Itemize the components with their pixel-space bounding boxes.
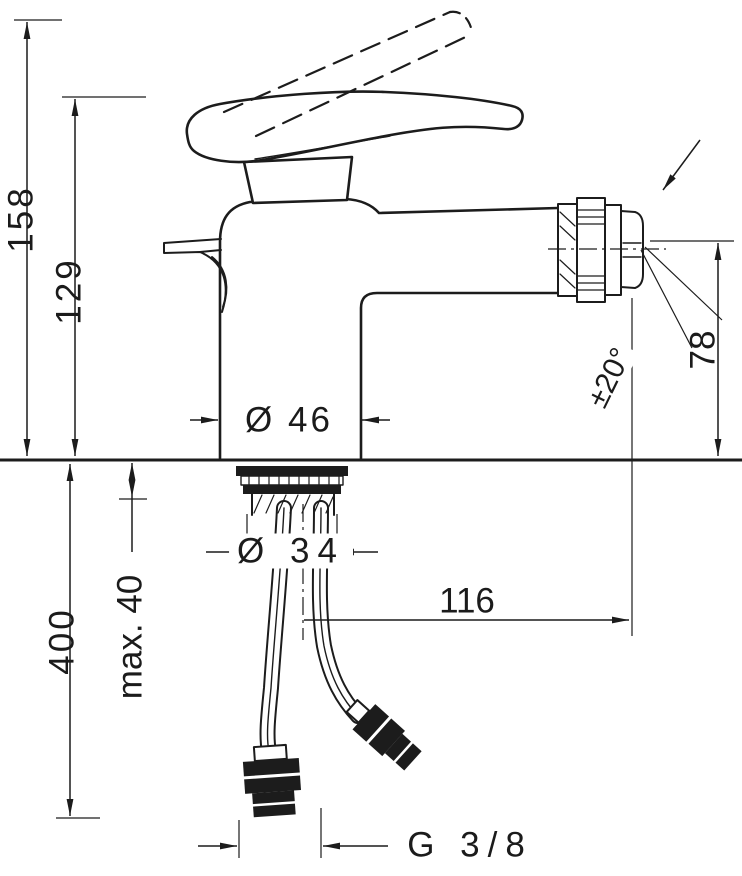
- dim-hose-length: 400: [42, 607, 82, 675]
- dim-connection-thread: G 3/8: [407, 825, 533, 865]
- handle-raised-dashed: [222, 10, 474, 138]
- dimension-lines: [14, 19, 734, 858]
- handle-lever: [185, 90, 524, 205]
- drain-rod-lever: [163, 238, 228, 313]
- spout-aerator: [557, 197, 644, 303]
- dim-shank-diameter: Ø 34: [229, 533, 353, 569]
- hose-connector-straight: [242, 743, 302, 818]
- dim-total-height: 158: [1, 185, 41, 253]
- dim-handle-height: 129: [49, 257, 89, 325]
- dim-outlet-reach: 116: [439, 581, 495, 621]
- hose-connector-angled: [345, 699, 422, 771]
- drawing-geometry: [0, 10, 742, 818]
- dim-outlet-height: 78: [683, 330, 723, 370]
- dim-body-diameter: Ø 46: [245, 400, 333, 440]
- mounting-seal-stack: [236, 466, 348, 516]
- dim-mounting-max: max. 40: [110, 574, 150, 700]
